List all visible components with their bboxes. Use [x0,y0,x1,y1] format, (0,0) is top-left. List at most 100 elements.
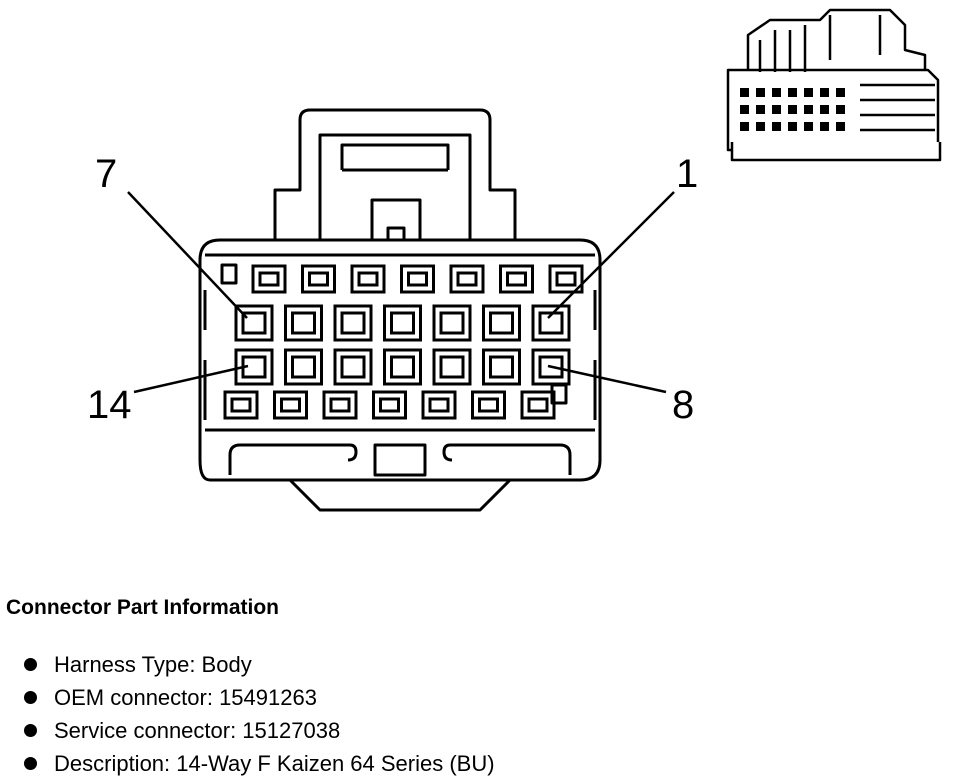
cavity-top [499,264,534,294]
cavity-row1-inner [291,311,316,335]
pin7-label: 7 [95,152,117,196]
bullet-icon [24,724,37,737]
info-title: Connector Part Information [6,596,280,619]
cavity-top-inner [407,271,428,287]
thumbnail-cavity [836,105,845,114]
cavity-top-inner [258,271,280,287]
bottom-key-right [442,443,572,475]
list-item-text: OEM connector: 15491263 [54,685,317,710]
key-cell-top [220,263,238,285]
pin7-leader [127,191,248,319]
cavity-row2-inner [340,355,366,379]
pin1-leader [547,191,675,319]
cavity-top-inner [506,271,527,287]
cavity-row1-inner [340,311,366,335]
thumbnail-cavity [740,105,749,114]
bullet-icon [24,757,37,770]
cavity-row1-inner [489,311,514,335]
list-item: Harness Type: Body [24,648,495,681]
thumbnail-cavity [788,122,797,131]
cavity-top [350,264,386,294]
cavity-top-inner [456,271,478,287]
thumbnail-cavity [740,88,749,97]
thumbnail-cavity [772,88,781,97]
list-item: Service connector: 15127038 [24,714,495,747]
connector-diagram: 7 1 14 8 [87,8,942,512]
cavity-top [449,264,485,294]
thumbnail-cavity [756,122,765,131]
pin-grid [223,264,584,420]
thumbnail-cavity [772,122,781,131]
cavity-row1 [234,304,274,342]
latch-inner [318,133,472,240]
thumbnail-cavity [788,88,797,97]
cavity-row1 [531,304,571,342]
cavity-top [548,264,584,294]
list-item-text: Description: 14-Way F Kaizen 64 Series (… [54,751,495,776]
cavity-row2-inner [439,355,465,379]
list-item: OEM connector: 15491263 [24,681,495,714]
cavity-row1 [333,304,373,342]
cavity-bottom-inner [527,397,549,413]
cavity-top-inner [308,271,329,287]
cavity-bottom-inner [280,397,301,413]
cavity-row2-inner [538,355,564,379]
list-item-text: Harness Type: Body [54,652,252,677]
cavity-row2 [333,348,373,386]
cavity-bottom [421,390,457,420]
bottom-flange [288,478,512,512]
cavity-bottom [223,390,259,420]
thumbnail-cavity [804,88,813,97]
pin8-label: 8 [672,383,694,427]
cavity-top [301,264,336,294]
cavity-bottom [273,390,308,420]
thumbnail-cavity [788,105,797,114]
cavity-row1 [482,304,521,342]
thumbnail-cavity [740,122,749,131]
cavity-row2-inner [390,355,415,379]
cavity-row2-inner [291,355,316,379]
list-item: Description: 14-Way F Kaizen 64 Series (… [24,747,495,780]
cavity-bottom-inner [478,397,499,413]
cavity-top-inner [357,271,379,287]
cavity-row1 [383,304,422,342]
thumbnail-cavity [772,105,781,114]
thumbnail-cavity [804,105,813,114]
connector-body [198,238,602,482]
thumbnail-cavity [836,122,845,131]
cavity-row1-inner [241,311,267,335]
bullet-icon [24,658,37,671]
cavity-row1-inner [390,311,415,335]
thumbnail-cavity [756,88,765,97]
pin14-leader [133,364,249,394]
cavity-bottom [520,390,556,420]
thumbnail-pin-grid [740,88,845,131]
cavity-top [400,264,435,294]
bottom-key-center [373,443,427,477]
cavity-bottom [471,390,506,420]
cavity-row2 [234,348,274,386]
thumbnail-cavity [820,105,829,114]
pin1-label: 1 [676,152,698,196]
cavity-top [251,264,287,294]
cavity-row2-inner [489,355,514,379]
cavity-row2 [432,348,472,386]
cavity-row1-inner [538,311,564,335]
cavity-bottom-inner [329,397,351,413]
latch-tab [340,143,450,172]
cavity-row1-inner [439,311,465,335]
bottom-key-left [228,443,358,475]
latch-housing [273,108,517,240]
cavity-row2 [531,348,571,386]
cavity-row2 [284,348,323,386]
cavity-row1 [432,304,472,342]
cavity-bottom-inner [428,397,450,413]
thumbnail-cavity [804,122,813,131]
cavity-row2 [383,348,422,386]
cavity-bottom [372,390,407,420]
bullet-icon [24,691,37,704]
latch-lock [370,198,422,240]
thumbnail-cavity [820,122,829,131]
cavity-bottom-inner [230,397,252,413]
connector-thumbnail [726,8,942,162]
